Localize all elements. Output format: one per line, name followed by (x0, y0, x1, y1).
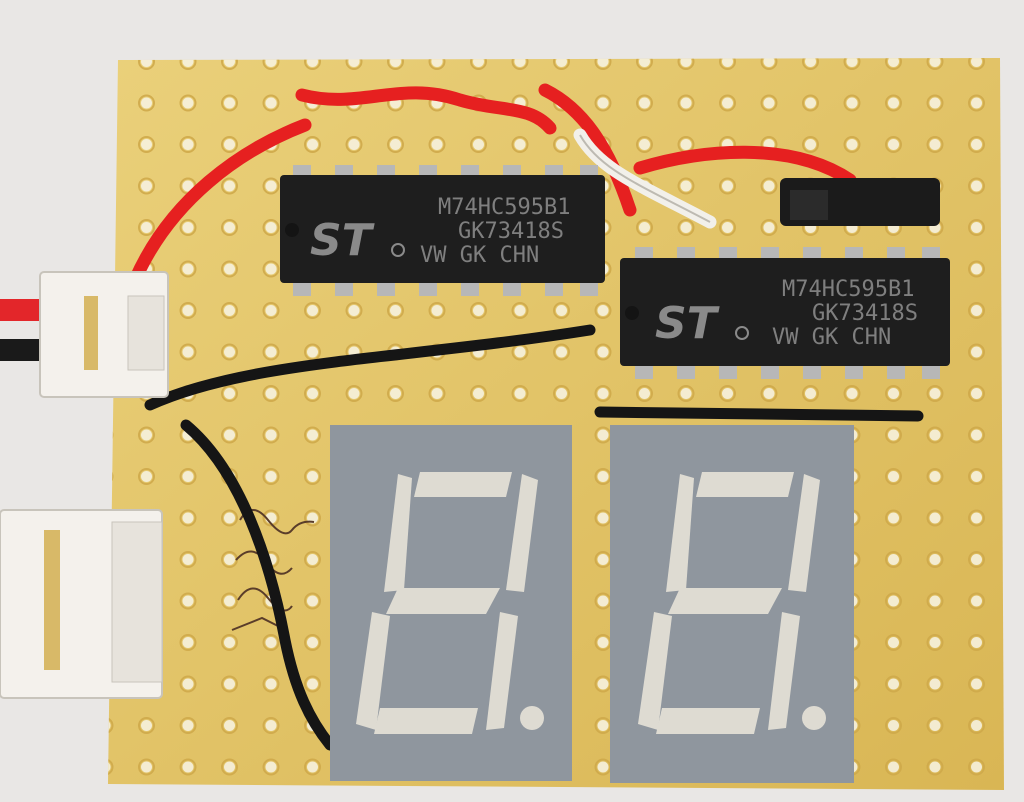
chip-2-mark-icon (735, 326, 749, 340)
st-logo-icon: ST (310, 215, 375, 266)
chip-1-part-number: M74HC595B1 (438, 195, 570, 220)
segment-e (638, 612, 672, 730)
shift-register-chip-1: M74HC595B1 GK73418S VW GK CHN ST (280, 165, 605, 296)
segment-d (656, 708, 760, 734)
chip-1-mark-icon (391, 243, 405, 257)
segment-f (384, 474, 412, 592)
seven-segment-display-1 (330, 425, 572, 781)
chip-1-origin: VW GK CHN (420, 243, 539, 268)
segment-g (386, 588, 500, 614)
connector-top (0, 271, 169, 398)
decimal-point (520, 706, 544, 730)
white-wire-outline (579, 134, 711, 223)
segment-b (788, 474, 820, 592)
segment-g (668, 588, 782, 614)
jumper-header (780, 178, 940, 226)
segment-c (486, 612, 518, 730)
chip-2-part-number: M74HC595B1 (782, 277, 914, 302)
segment-a (696, 472, 794, 497)
segment-c (768, 612, 800, 730)
red-wires (128, 83, 857, 287)
connector-bottom (0, 509, 163, 699)
segment-e (356, 612, 390, 730)
shift-register-chip-2: M74HC595B1 GK73418S VW GK CHN ST (620, 247, 950, 379)
segment-a (414, 472, 512, 497)
st-logo-icon: ST (655, 298, 720, 349)
black-wires (144, 324, 924, 751)
segment-d (374, 708, 478, 734)
segment-b (506, 474, 538, 592)
chip-2-lot-code: GK73418S (812, 301, 918, 326)
chip-2-origin: VW GK CHN (772, 325, 891, 350)
segment-f (666, 474, 694, 592)
decimal-point (802, 706, 826, 730)
seven-segment-display-2 (610, 425, 854, 783)
chip-1-lot-code: GK73418S (458, 219, 564, 244)
